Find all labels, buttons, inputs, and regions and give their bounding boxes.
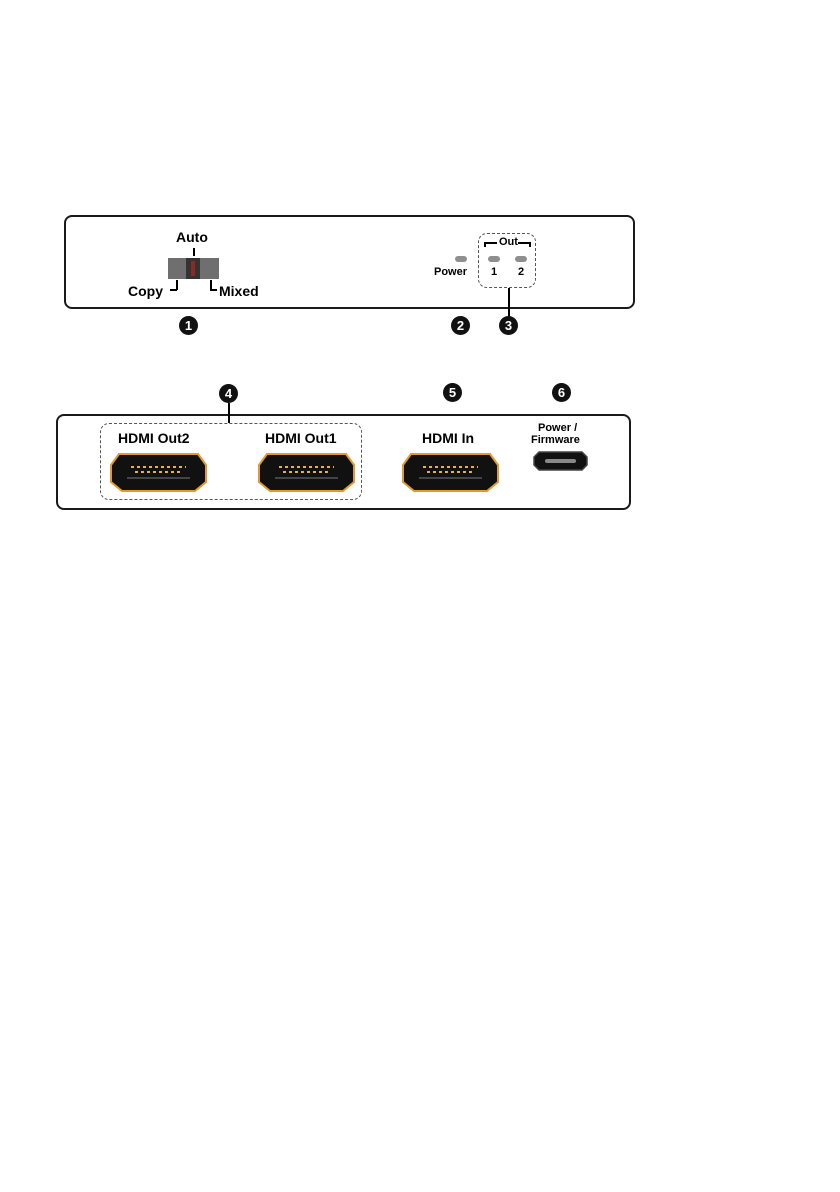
out-bracket-right-v [529,242,531,247]
callout-3-leader [508,288,510,318]
switch-auto-tick [193,248,195,256]
callout-2: 2 [451,316,470,335]
switch-copy-tick-h [170,289,177,291]
callout-5: 5 [443,383,462,402]
switch-label-copy: Copy [128,284,163,298]
switch-label-mixed: Mixed [219,284,259,298]
out2-led [515,256,527,262]
power-led-label: Power [434,267,467,278]
power-firmware-label-line2: Firmware [531,435,580,446]
out-bracket-left [484,242,497,244]
hdmi-in-label: HDMI In [422,431,474,445]
callout-4-leader [228,403,230,423]
power-led [455,256,467,262]
callout-1: 1 [179,316,198,335]
out-bracket-left-v [484,242,486,247]
switch-label-auto: Auto [176,230,208,244]
out-group-label: Out [499,237,518,248]
usb-c-power-firmware-port[interactable] [533,451,588,471]
hdmi-out2-label: HDMI Out2 [118,431,190,445]
callout-6: 6 [552,383,571,402]
hdmi-in-port[interactable] [401,452,500,493]
hdmi-out2-port[interactable] [109,452,208,493]
hdmi-out1-label: HDMI Out1 [265,431,337,445]
out2-led-label: 2 [518,267,524,278]
callout-3: 3 [499,316,518,335]
callout-4: 4 [219,384,238,403]
mode-switch-knob[interactable] [186,258,200,279]
switch-mixed-tick-h [210,289,217,291]
hdmi-out1-port[interactable] [257,452,356,493]
out1-led [488,256,500,262]
out1-led-label: 1 [491,267,497,278]
power-firmware-label-line1: Power / [538,423,577,434]
